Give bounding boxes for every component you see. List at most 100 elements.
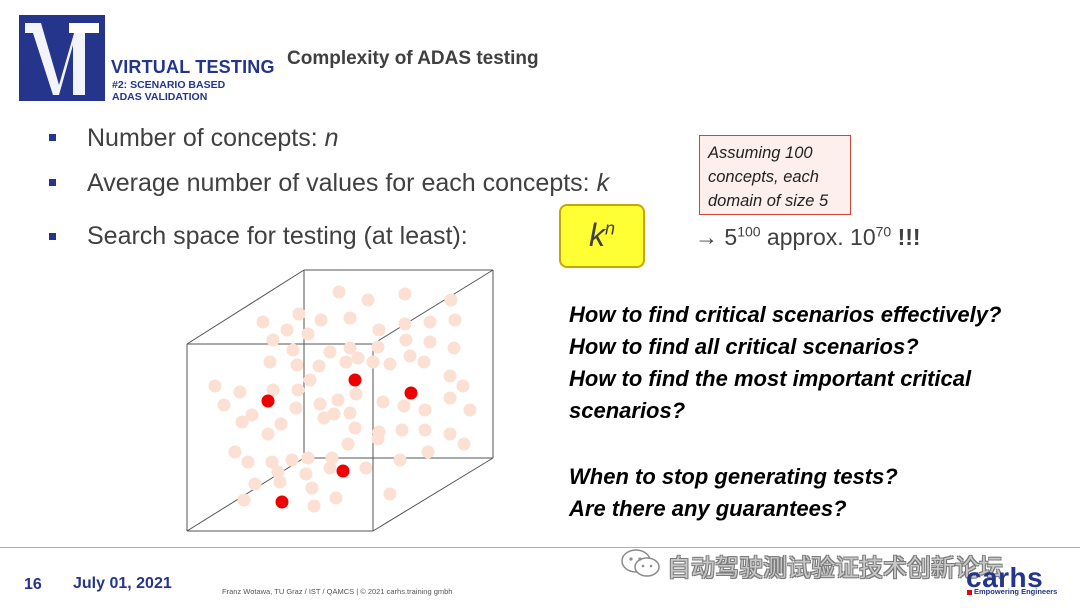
bullet-concepts: Number of concepts: n bbox=[87, 124, 339, 153]
formula-base: k bbox=[588, 217, 605, 253]
bullet-variable: n bbox=[324, 124, 339, 152]
sample-point bbox=[307, 499, 321, 513]
wechat-icon bbox=[621, 549, 660, 577]
question-line: When to stop generating tests? bbox=[569, 464, 898, 489]
sample-point bbox=[261, 427, 275, 441]
sample-point bbox=[292, 307, 306, 321]
bullet-text: Search space for testing (at least): bbox=[87, 222, 468, 250]
approximation-text: → 5100 approx. 1070 !!! bbox=[695, 224, 921, 251]
sample-point bbox=[366, 355, 380, 369]
sample-point bbox=[443, 369, 457, 383]
sample-point bbox=[327, 407, 341, 421]
sample-point bbox=[423, 315, 437, 329]
bullet-search-space: Search space for testing (at least): bbox=[87, 222, 468, 251]
sample-point bbox=[291, 383, 305, 397]
sample-point bbox=[331, 393, 345, 407]
bullet-marker bbox=[49, 179, 56, 186]
critical-point bbox=[275, 495, 289, 509]
sample-point bbox=[398, 317, 412, 331]
sample-point bbox=[443, 391, 457, 405]
sample-point bbox=[376, 395, 390, 409]
footer-divider bbox=[0, 547, 1080, 548]
question-line: How to find all critical scenarios? bbox=[569, 334, 919, 359]
critical-point bbox=[261, 394, 275, 408]
virtual-testing-logo bbox=[19, 15, 105, 101]
sample-point bbox=[397, 399, 411, 413]
sample-point bbox=[301, 451, 315, 465]
sample-point bbox=[280, 323, 294, 337]
question-line: How to find critical scenarios effective… bbox=[569, 302, 1002, 327]
sample-point bbox=[343, 341, 357, 355]
approx-base: → 5 bbox=[695, 224, 738, 250]
critical-point bbox=[404, 386, 418, 400]
slide-title: Complexity of ADAS testing bbox=[287, 48, 539, 69]
sample-point bbox=[463, 403, 477, 417]
sample-point bbox=[403, 349, 417, 363]
footer-credit: Franz Wotawa, TU Graz / IST / QAMCS | © … bbox=[222, 587, 453, 596]
sample-point bbox=[448, 313, 462, 327]
sample-point bbox=[423, 335, 437, 349]
sample-point bbox=[399, 333, 413, 347]
approx-exponent-1: 100 bbox=[737, 223, 761, 240]
sample-point bbox=[265, 455, 279, 469]
sample-point bbox=[372, 323, 386, 337]
sample-point bbox=[393, 453, 407, 467]
note-line: domain of size 5 bbox=[708, 192, 829, 210]
sample-point bbox=[289, 401, 303, 415]
carhs-tagline: Empowering Engineers bbox=[967, 587, 1057, 596]
sample-point bbox=[383, 487, 397, 501]
critical-point bbox=[336, 464, 350, 478]
sample-point bbox=[456, 379, 470, 393]
question-line: How to find the most important critical bbox=[569, 366, 972, 391]
bullet-values: Average number of values for each concep… bbox=[87, 169, 609, 198]
formula-box: kn bbox=[559, 204, 645, 268]
sample-point bbox=[359, 461, 373, 475]
sample-point bbox=[273, 475, 287, 489]
sample-point bbox=[266, 333, 280, 347]
sample-point bbox=[217, 398, 231, 412]
sample-point bbox=[235, 415, 249, 429]
sample-point bbox=[421, 445, 435, 459]
sample-point bbox=[395, 423, 409, 437]
sample-point bbox=[248, 477, 262, 491]
sample-point bbox=[339, 355, 353, 369]
carhs-logo: carhs bbox=[966, 562, 1044, 593]
sample-point bbox=[418, 423, 432, 437]
sample-point bbox=[305, 481, 319, 495]
presentation-date: July 01, 2021 bbox=[73, 575, 172, 592]
sample-point bbox=[290, 358, 304, 372]
logo-subtitle-line2: ADAS VALIDATION bbox=[112, 91, 208, 103]
formula-exponent: n bbox=[604, 218, 615, 239]
search-space-cube bbox=[186, 269, 494, 532]
question-line: Are there any guarantees? bbox=[569, 496, 847, 521]
sample-point bbox=[263, 355, 277, 369]
sample-point bbox=[208, 379, 222, 393]
sample-point bbox=[447, 341, 461, 355]
sample-point bbox=[418, 403, 432, 417]
sample-point bbox=[233, 385, 247, 399]
sample-point bbox=[349, 387, 363, 401]
sample-point bbox=[228, 445, 242, 459]
sample-point bbox=[303, 373, 317, 387]
assumption-note: Assuming 100 concepts, each domain of si… bbox=[699, 135, 851, 215]
sample-point bbox=[256, 315, 270, 329]
note-line: concepts, each bbox=[708, 168, 819, 186]
sample-point bbox=[329, 491, 343, 505]
approx-exponent-2: 70 bbox=[875, 223, 892, 240]
sample-point bbox=[325, 451, 339, 465]
sample-point bbox=[271, 465, 285, 479]
question-line: scenarios? bbox=[569, 398, 686, 423]
sample-point bbox=[398, 287, 412, 301]
sample-point bbox=[371, 340, 385, 354]
sample-point bbox=[361, 293, 375, 307]
sample-point bbox=[341, 437, 355, 451]
sample-point bbox=[323, 345, 337, 359]
critical-point bbox=[348, 373, 362, 387]
sample-point bbox=[348, 421, 362, 435]
sample-point bbox=[299, 467, 313, 481]
page-number: 16 bbox=[24, 576, 42, 593]
sample-point bbox=[351, 351, 365, 365]
sample-point bbox=[457, 437, 471, 451]
logo-subtitle-line1: #2: SCENARIO BASED bbox=[112, 79, 226, 91]
note-line: Assuming 100 bbox=[708, 144, 813, 162]
